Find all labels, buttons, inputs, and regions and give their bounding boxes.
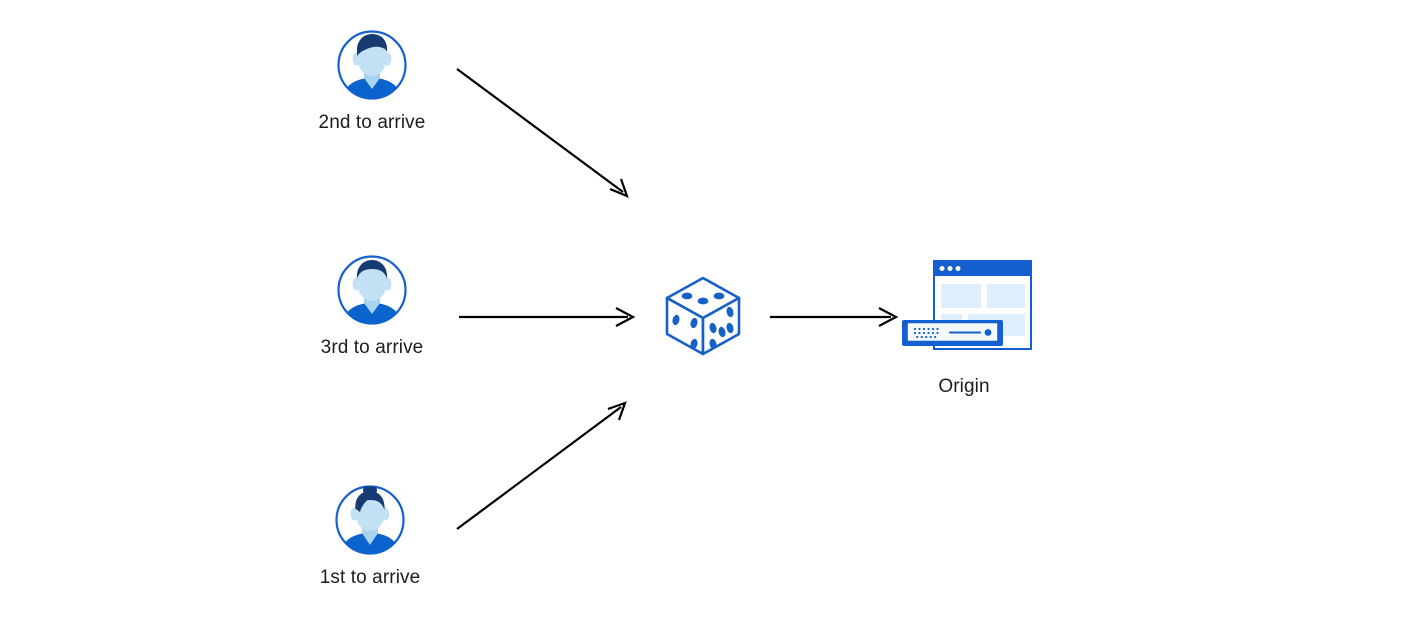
node-randomizer[interactable] [657,270,749,362]
node-visitor-2nd[interactable]: 2nd to arrive [319,28,425,133]
user-avatar-icon [333,483,407,557]
node-label-origin: Origin [938,376,990,397]
server-appliance [902,320,1003,346]
user-avatar-icon [335,28,409,102]
edge-1st-to-dice [456,401,627,530]
edge-2nd-to-dice [456,68,629,198]
node-label-visitor-2nd: 2nd to arrive [318,112,426,133]
node-visitor-1st[interactable]: 1st to arrive [320,483,420,588]
origin-server-icon [898,258,1038,368]
edge-3rd-to-dice [459,307,636,327]
node-label-visitor-3rd: 3rd to arrive [320,337,424,358]
node-origin[interactable]: Origin [898,258,1038,397]
edge-dice-to-origin [770,307,899,327]
node-visitor-3rd[interactable]: 3rd to arrive [321,253,423,358]
dice-icon [657,270,749,362]
node-label-visitor-1st: 1st to arrive [319,567,421,588]
user-avatar-icon [335,253,409,327]
